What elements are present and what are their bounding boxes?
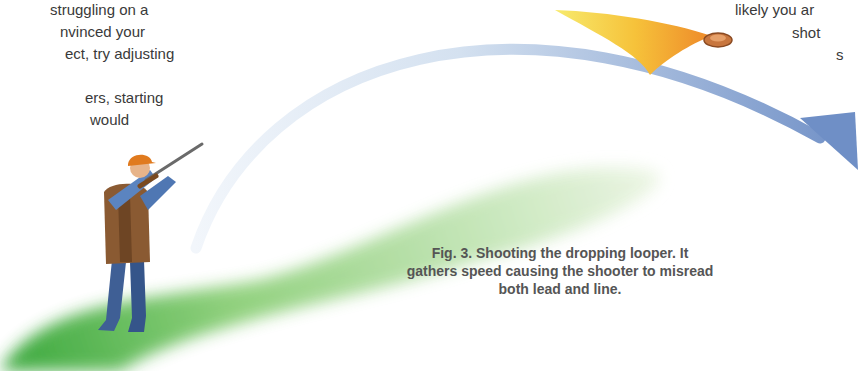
body-text-fragment: ers, starting — [85, 89, 163, 107]
body-text-fragment: s — [836, 46, 844, 64]
figure-caption: Fig. 3. Shooting the dropping looper. It… — [405, 244, 715, 298]
body-text-fragment: shot — [792, 24, 820, 42]
body-text-fragment: struggling on a — [50, 1, 148, 19]
body-text-fragment: likely you ar — [735, 1, 814, 19]
body-text-fragment: ect, try adjusting — [65, 45, 174, 63]
body-text-fragment: nvinced your — [60, 23, 145, 41]
body-text-fragment: would — [90, 111, 129, 129]
